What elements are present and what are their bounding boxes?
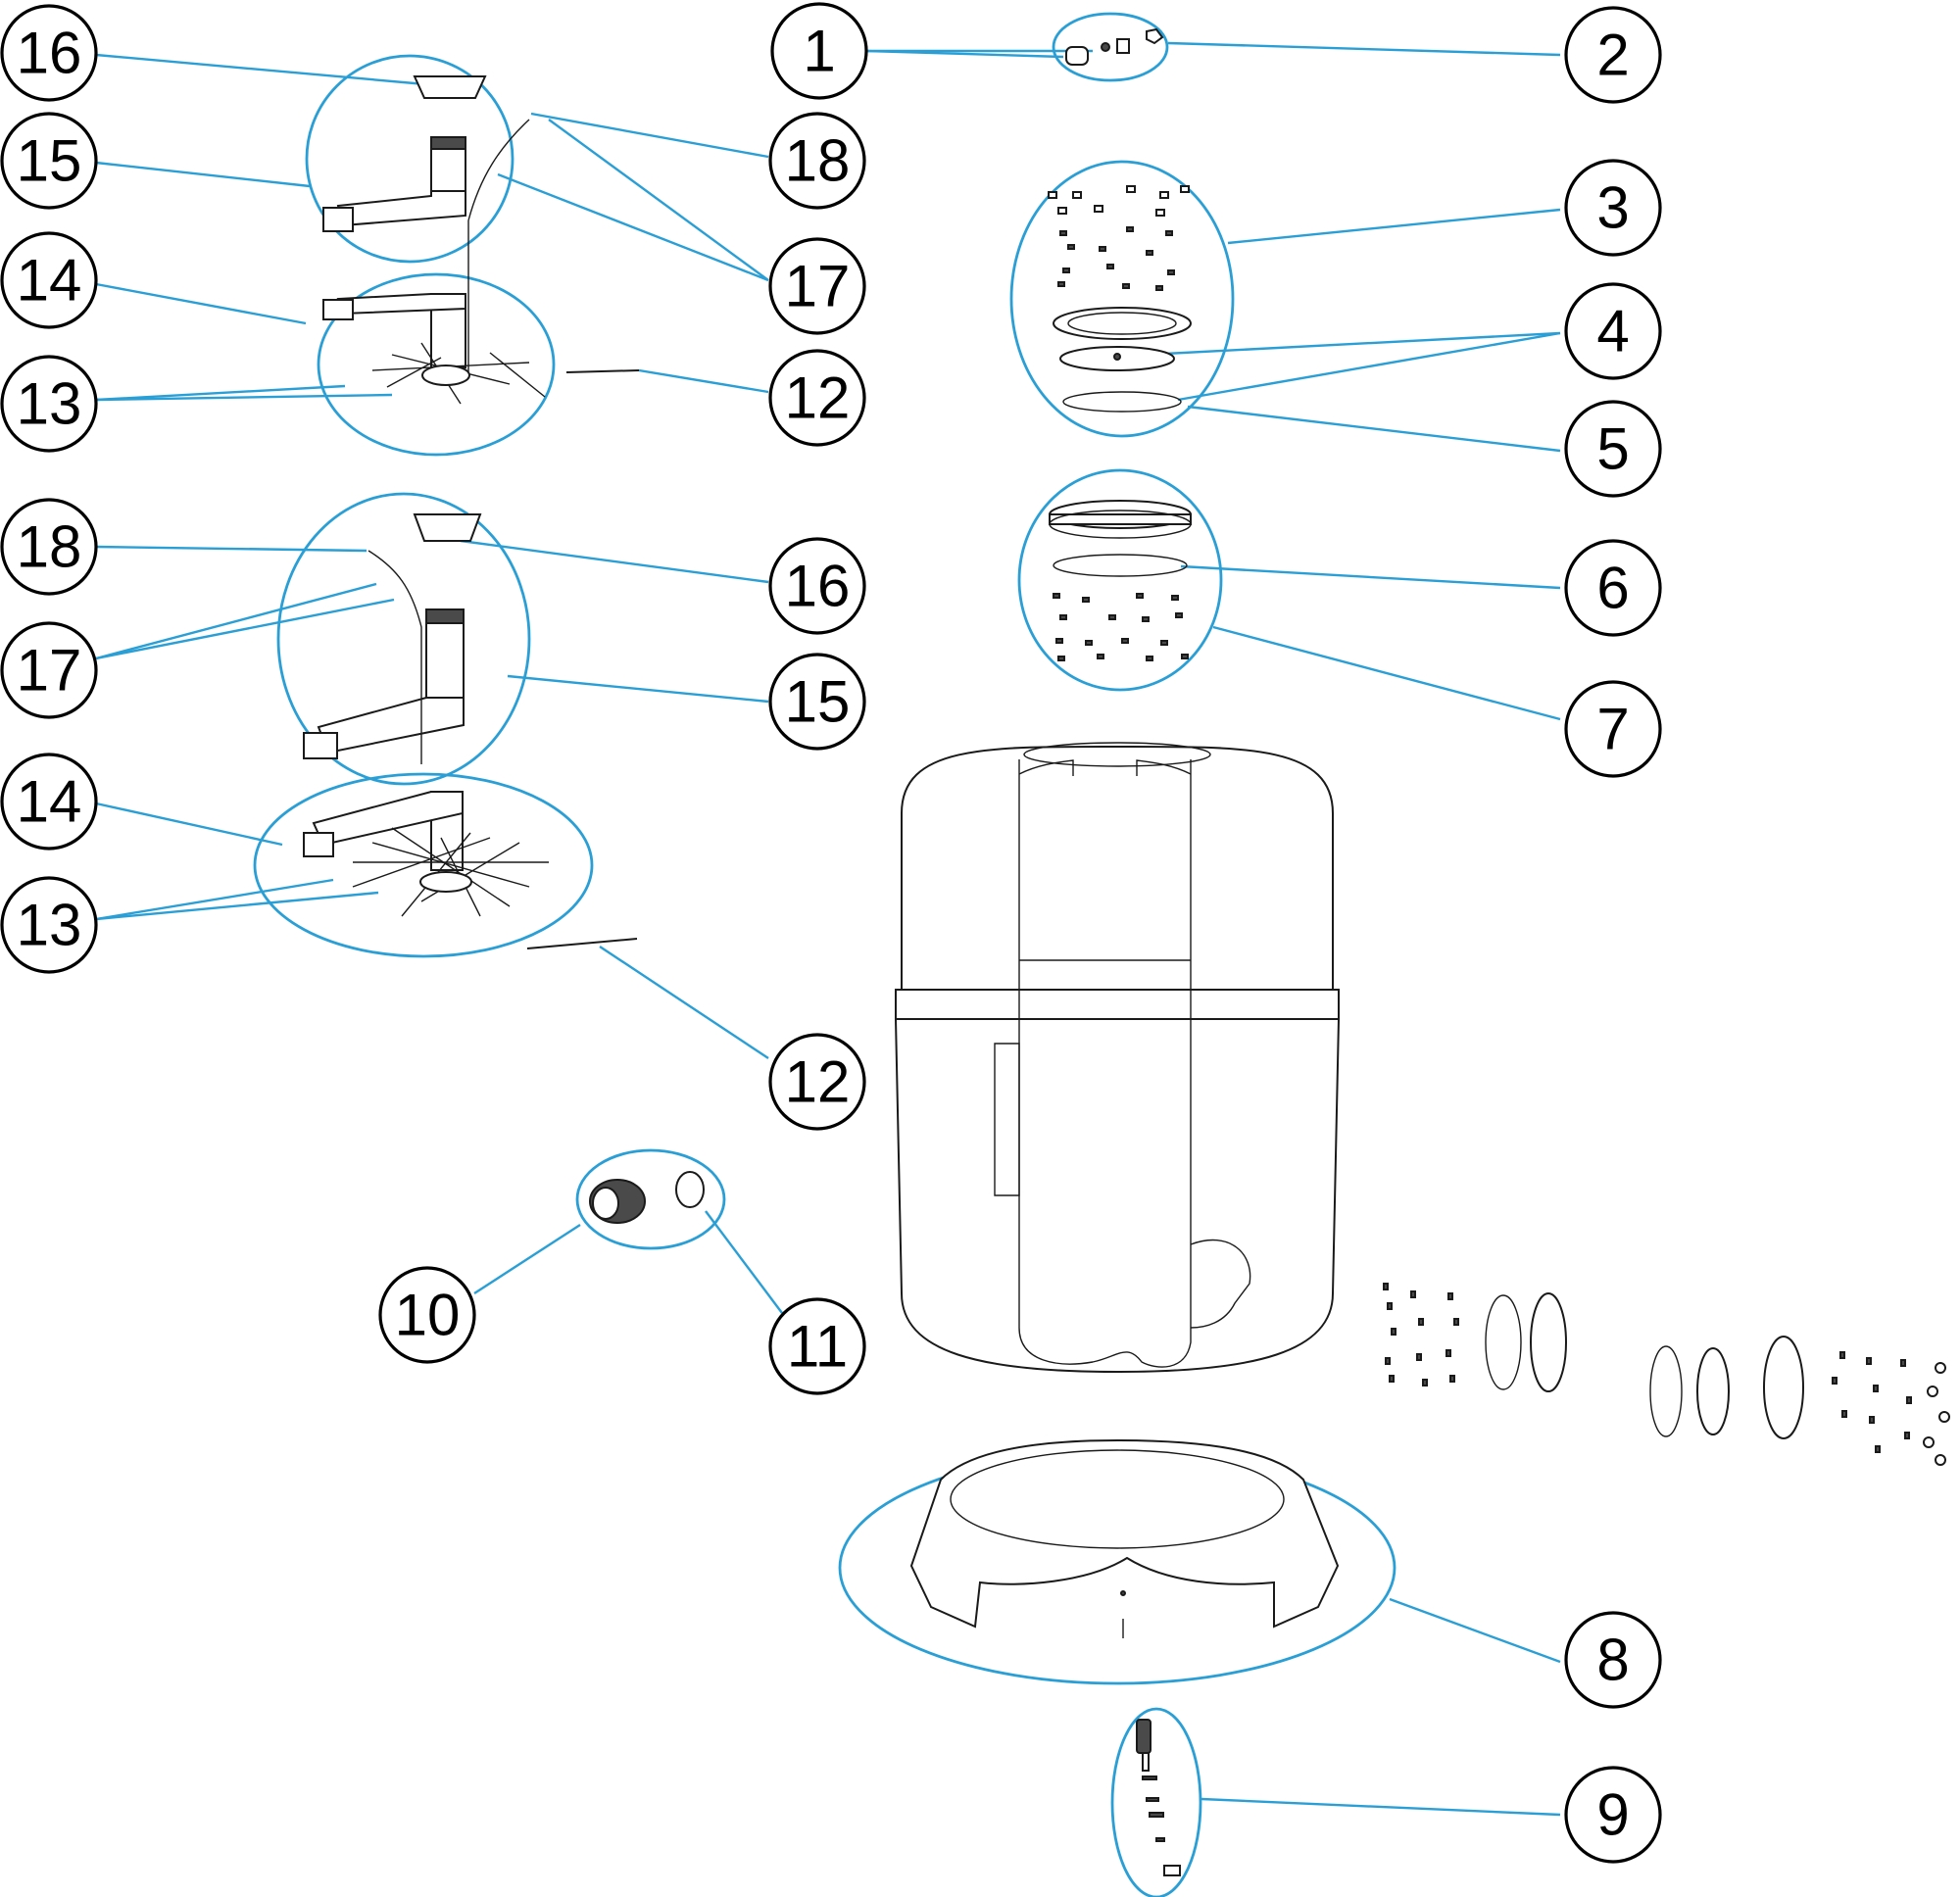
callout-11: 11 — [768, 1297, 866, 1395]
callout-15-upper: 15 — [0, 112, 98, 210]
svg-text:17: 17 — [785, 254, 851, 319]
callout-8: 8 — [1564, 1611, 1662, 1709]
group-ellipse-laterals-a — [317, 272, 556, 457]
group-ellipse-laterals-b — [253, 772, 594, 958]
svg-text:15: 15 — [785, 669, 851, 735]
svg-text:15: 15 — [17, 128, 82, 194]
svg-text:12: 12 — [785, 365, 851, 431]
side-manhole-parts — [1383, 1283, 1950, 1466]
svg-text:12: 12 — [785, 1049, 851, 1115]
filter-tank — [894, 742, 1341, 1374]
callout-4: 4 — [1564, 282, 1662, 380]
svg-text:2: 2 — [1596, 23, 1629, 88]
callout-14-lower: 14 — [0, 753, 98, 851]
laterals-a — [371, 342, 546, 405]
callout-17-lower: 17 — [0, 621, 98, 719]
side-bolts-right — [1832, 1351, 1950, 1466]
vent-valve-parts — [1065, 27, 1164, 66]
svg-text:18: 18 — [785, 128, 851, 194]
svg-text:7: 7 — [1596, 697, 1629, 762]
svg-text:11: 11 — [787, 1314, 848, 1380]
group-ellipse-lid-bolts — [1009, 160, 1235, 438]
callout-16-upper: 16 — [0, 4, 98, 102]
callout-13-lower: 13 — [0, 876, 98, 974]
svg-text:5: 5 — [1596, 416, 1629, 482]
internal-manifold-a — [322, 75, 640, 405]
svg-text:16: 16 — [785, 554, 851, 619]
group-ellipse-top-diffuser-a — [305, 54, 514, 264]
callout-9: 9 — [1564, 1766, 1662, 1864]
callout-12-lower: 12 — [768, 1033, 866, 1131]
group-ellipse-top-cap — [1052, 12, 1169, 82]
laterals-b — [352, 827, 549, 917]
callout-1: 1 — [770, 2, 868, 100]
svg-text:10: 10 — [395, 1283, 461, 1348]
svg-text:9: 9 — [1596, 1782, 1629, 1848]
callout-14-upper: 14 — [0, 231, 98, 329]
svg-text:4: 4 — [1596, 299, 1629, 365]
filter-base — [909, 1438, 1340, 1638]
callout-18-lower: 18 — [0, 498, 98, 596]
callout-3: 3 — [1564, 159, 1662, 257]
callout-10: 10 — [378, 1266, 476, 1364]
lid-bolts — [1048, 185, 1190, 291]
internal-manifold-b — [303, 513, 638, 949]
callout-2: 2 — [1564, 6, 1662, 104]
group-ellipse-clamp-ring — [1017, 468, 1223, 692]
union-fitting — [589, 1171, 705, 1224]
callout-13-upper: 13 — [0, 355, 98, 453]
svg-text:8: 8 — [1596, 1628, 1629, 1693]
group-ellipse-top-diffuser-b — [276, 492, 531, 786]
callout-18-upper: 18 — [768, 112, 866, 210]
callout-5: 5 — [1564, 400, 1662, 498]
svg-text:13: 13 — [17, 371, 82, 437]
svg-text:17: 17 — [17, 638, 82, 704]
callout-12-upper: 12 — [768, 349, 866, 447]
svg-text:6: 6 — [1596, 556, 1629, 621]
svg-text:16: 16 — [17, 21, 82, 86]
callout-17-upper: 17 — [768, 237, 866, 335]
side-bolts-left — [1383, 1283, 1459, 1386]
svg-text:13: 13 — [17, 893, 82, 958]
group-ellipse-union — [575, 1148, 726, 1250]
lid-assembly — [1048, 185, 1192, 413]
group-ellipse-drain — [1110, 1707, 1202, 1897]
callout-7: 7 — [1564, 680, 1662, 778]
leader-lines — [95, 41, 1561, 1817]
svg-text:14: 14 — [17, 769, 82, 835]
callout-15-lower: 15 — [768, 653, 866, 751]
svg-text:1: 1 — [803, 19, 835, 84]
svg-text:3: 3 — [1596, 175, 1629, 241]
svg-text:18: 18 — [17, 514, 82, 580]
drain-assembly — [1136, 1719, 1181, 1876]
clamp-ring-assembly — [1049, 500, 1192, 661]
callout-6: 6 — [1564, 539, 1662, 637]
svg-text:14: 14 — [17, 248, 82, 314]
callout-16-lower: 16 — [768, 537, 866, 635]
clamp-bolts — [1053, 593, 1189, 661]
